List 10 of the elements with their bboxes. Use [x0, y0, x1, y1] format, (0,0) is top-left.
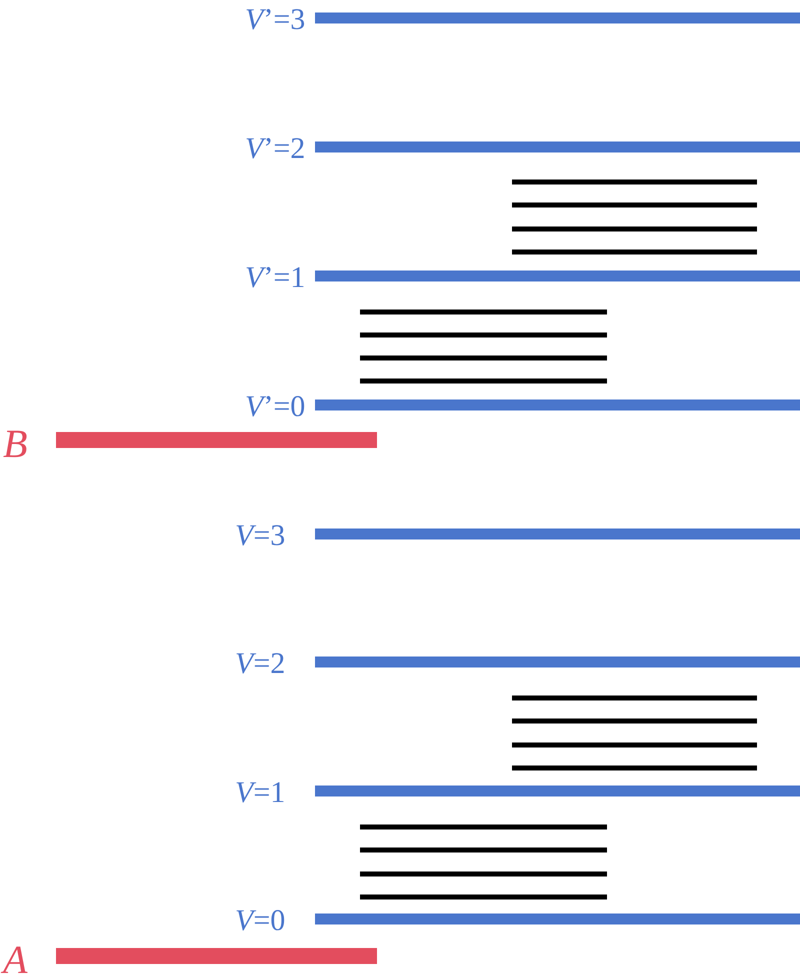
level-label: A: [3, 938, 28, 974]
level-label: V=3: [235, 519, 286, 553]
level-label: V=1: [235, 776, 286, 810]
level-label: V’=1: [245, 261, 306, 295]
level-label: V’=0: [245, 390, 306, 424]
level-label: V’=2: [245, 132, 306, 166]
level-label: V=2: [235, 647, 286, 681]
level-label: B: [3, 422, 28, 466]
level-label: V=0: [235, 904, 286, 938]
level-label: V’=3: [245, 3, 306, 37]
